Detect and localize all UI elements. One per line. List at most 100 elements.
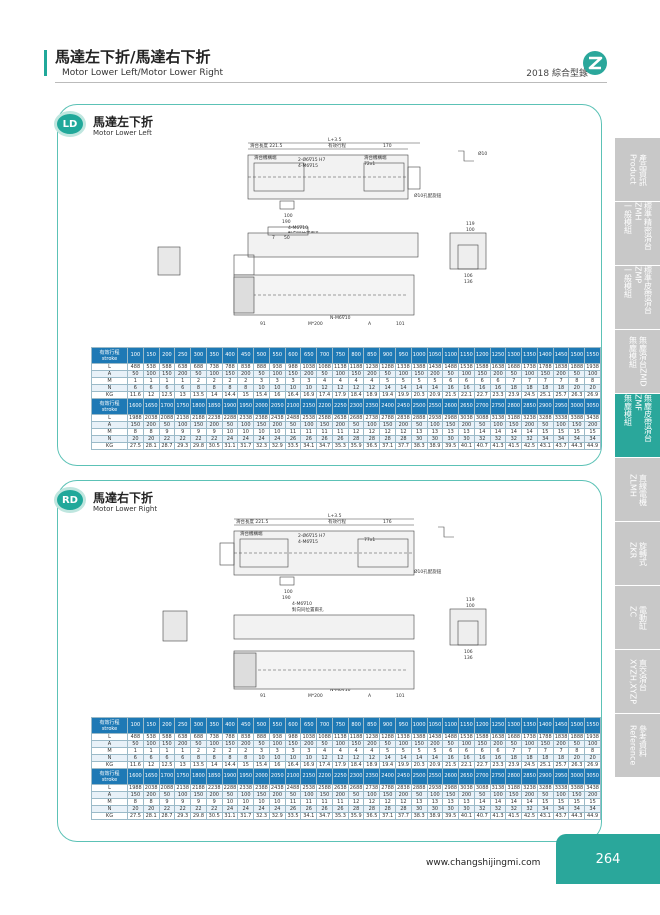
table-cell: 1700: [158, 398, 176, 415]
table-cell: 12: [363, 798, 381, 806]
table-cell: 16: [268, 391, 286, 399]
dim-label: 100: [466, 603, 475, 609]
table-cell: 988: [284, 363, 302, 371]
table-cell: 1400: [536, 717, 554, 734]
side-tab-xyz[interactable]: 直交滑台 XYZH,XYZP: [615, 650, 660, 714]
table-cell: 1338: [395, 363, 412, 371]
side-tab-zkr[interactable]: 旋轉式 ZKR: [615, 522, 660, 586]
table-cell: 150: [316, 421, 333, 429]
table-cell: 2688: [347, 784, 365, 792]
table-cell: 22: [205, 435, 223, 443]
table-cell: 3000: [568, 398, 586, 415]
table-cell: 18.4: [347, 391, 365, 399]
table-cell: 938: [268, 363, 286, 371]
table-cell: 200: [363, 370, 381, 378]
table-cell: 6: [127, 384, 144, 392]
side-tab-product[interactable]: 產品資訊 Product: [615, 138, 660, 202]
side-tab-zmd[interactable]: 無塵滑台ZMD 無塵模組: [615, 330, 660, 394]
table-cell: 10: [237, 798, 255, 806]
table-cell: 44.3: [568, 812, 586, 820]
table-cell: 100: [127, 347, 144, 364]
table-cell: 2438: [268, 784, 286, 792]
table-cell: 32.3: [253, 442, 270, 450]
table-cell: 3238: [521, 414, 538, 422]
table-cell: 28: [347, 805, 365, 813]
side-tab-zlmh[interactable]: 直線電機 ZLMH: [615, 458, 660, 522]
table-cell: 43.7: [552, 442, 570, 450]
table-cell: 37.1: [379, 442, 397, 450]
table-cell: 9: [174, 428, 192, 436]
table-cell: 15: [237, 391, 255, 399]
table-cell: 450: [237, 347, 255, 364]
table-cell: 15: [552, 798, 570, 806]
side-tab-label: 參考資料 Reference: [628, 725, 648, 766]
table-cell: 3: [268, 747, 286, 755]
table-cell: 26: [300, 805, 318, 813]
table-cell: 150: [127, 421, 144, 429]
table-cell: 200: [489, 740, 507, 748]
table-cell: 21.5: [442, 391, 460, 399]
table-cell: 50: [347, 421, 365, 429]
table-cell: 24: [268, 435, 286, 443]
table-cell: 2150: [300, 398, 318, 415]
table-cell: 11: [331, 428, 349, 436]
table-cell: 1700: [158, 768, 176, 785]
table-cell: 25.1: [536, 391, 554, 399]
table-cell: 10: [300, 754, 318, 762]
table-cell: 12: [347, 428, 365, 436]
table-cell: 200: [426, 740, 444, 748]
table-cell: 3: [253, 377, 270, 385]
dim-label: 136: [464, 655, 473, 661]
table-cell: 1850: [205, 398, 223, 415]
side-tab-zmp[interactable]: 標準皮帶滑台ZMP 一般模組: [615, 266, 660, 330]
table-cell: 3: [284, 377, 302, 385]
header-divider: [55, 82, 607, 83]
table-cell: 3038: [458, 784, 475, 792]
table-cell: 7: [536, 377, 554, 385]
side-tab-zmh[interactable]: 標準精密滑台ZMH 一般模組: [615, 202, 660, 266]
table-cell: 28: [379, 435, 397, 443]
table-cell: 50: [284, 421, 302, 429]
table-cell: 100: [205, 370, 223, 378]
table-cell: 200: [268, 421, 286, 429]
table-cell: 2: [205, 377, 223, 385]
table-cell: 22: [190, 435, 207, 443]
table-cell: 150: [347, 370, 365, 378]
side-tab-zmf[interactable]: 無塵皮帶滑台ZMF 無塵模組: [615, 394, 660, 458]
table-cell: 738: [205, 363, 223, 371]
table-cell: 150: [158, 740, 176, 748]
side-tab-zc[interactable]: 電動缸 ZC: [615, 586, 660, 650]
table-cell: 4: [363, 747, 381, 755]
table-cell: 8: [221, 754, 239, 762]
table-cell: 3088: [473, 414, 491, 422]
side-tab-reference[interactable]: 參考資料 Reference: [615, 714, 660, 778]
dim-label: 2-Ø6∇15 H7: [298, 532, 325, 539]
table-cell: 34: [536, 435, 554, 443]
table-cell: 2238: [205, 414, 223, 422]
section-title: 馬達右下折: [93, 491, 154, 505]
table-cell: 36.5: [363, 442, 381, 450]
table-cell: 650: [300, 347, 318, 364]
table-cell: 40.7: [473, 812, 491, 820]
dim-label: 100: [466, 227, 475, 233]
table-cell: 1: [174, 747, 192, 755]
table-cell: 30: [442, 435, 460, 443]
table-cell: 35.9: [347, 442, 365, 450]
table-cell: 16: [473, 754, 491, 762]
table-cell: 1350: [521, 347, 538, 364]
table-cell: 5: [426, 747, 444, 755]
table-cell: N: [91, 805, 128, 813]
table-cell: 8: [142, 428, 160, 436]
table-cell: A: [91, 791, 128, 799]
table-cell: 12: [142, 761, 160, 769]
table-cell: 10: [268, 428, 286, 436]
table-cell: 650: [300, 717, 318, 734]
table-cell: 11.6: [127, 761, 144, 769]
table-cell: 5: [410, 377, 428, 385]
side-tab-label: 產品資訊 Product: [628, 153, 648, 186]
table-cell: 41.5: [505, 442, 523, 450]
